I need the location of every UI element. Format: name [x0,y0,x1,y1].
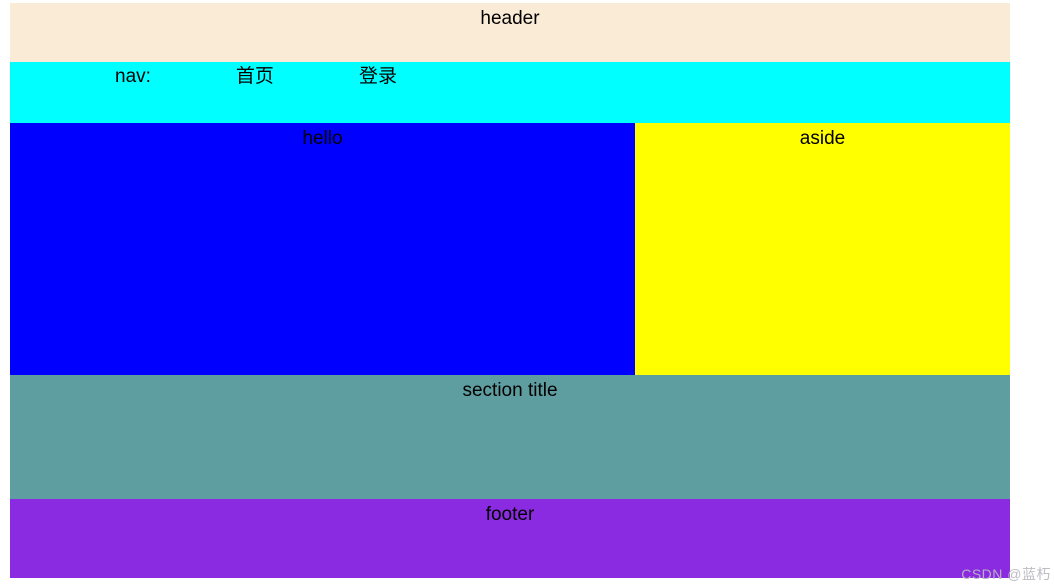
main-label: hello [302,128,343,149]
nav-bar: nav: 首页 登录 [10,62,1010,123]
aside: aside [635,123,1010,375]
header-label: header [480,8,540,29]
section-title-label: section title [462,380,558,401]
header: header [10,3,1010,62]
aside-label: aside [799,128,846,149]
nav-link-home[interactable]: 首页 [235,66,274,87]
content-row: hello aside [10,123,1010,375]
nav-label: nav: [115,66,151,87]
section: section title [10,375,1010,499]
page-container: header nav: 首页 登录 hello aside section ti… [10,3,1010,578]
csdn-watermark: CSDN @蓝朽 [961,566,1051,582]
footer: footer [10,499,1010,578]
footer-label: footer [485,504,535,525]
nav-link-login[interactable]: 登录 [358,66,397,87]
main-content: hello [10,123,635,375]
